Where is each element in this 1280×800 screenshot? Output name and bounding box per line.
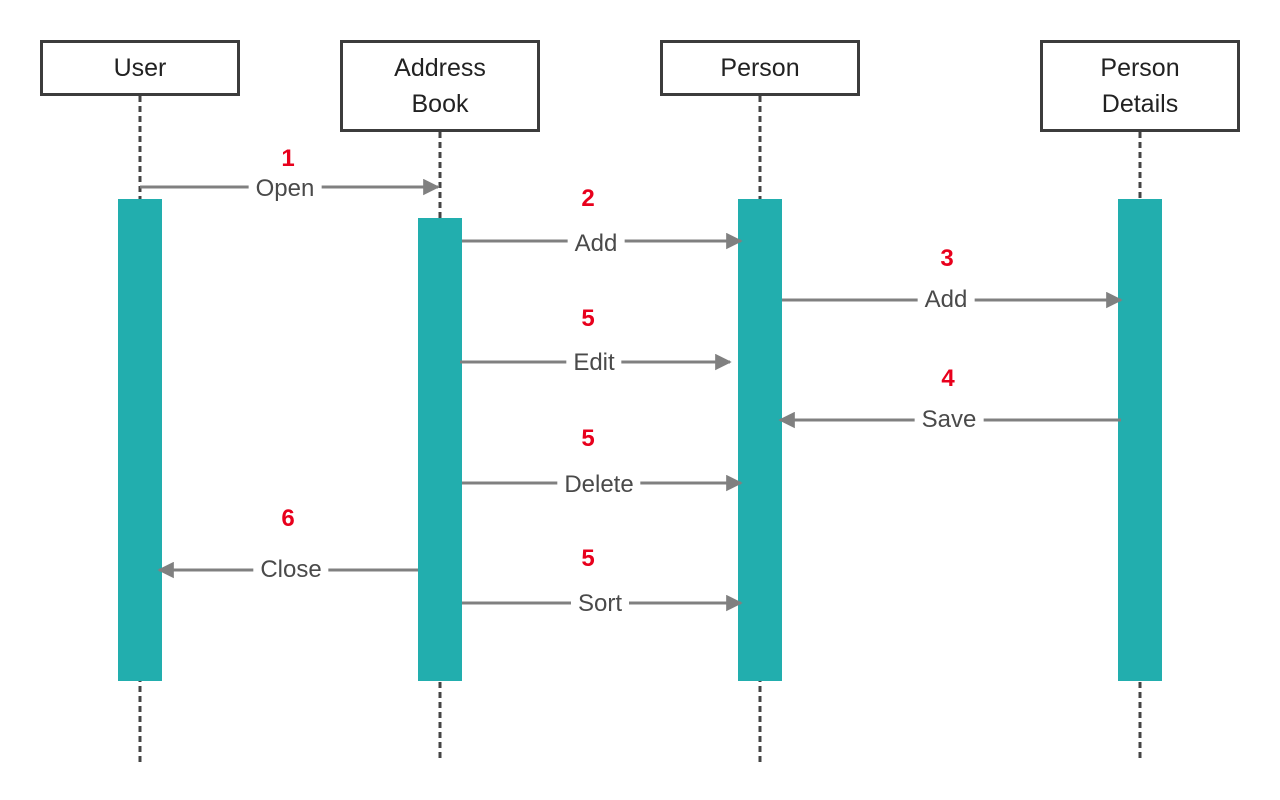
actor-label: Address Book [394, 54, 486, 118]
activation-bar-person-details [1118, 199, 1162, 681]
activation-bar-address-book [418, 218, 462, 681]
message-label: Add [917, 285, 975, 315]
message-number: 5 [581, 545, 595, 572]
message-label: Open [248, 174, 322, 204]
message-label: Edit [566, 348, 622, 378]
message-label: Close [253, 555, 329, 585]
actor-label: User [113, 54, 167, 82]
activation-bar-person [738, 199, 782, 681]
actor-label: Person [720, 54, 800, 82]
message-label: Delete [557, 470, 641, 500]
message-number: 1 [281, 145, 295, 172]
message-number: 5 [581, 305, 595, 332]
message-number: 6 [281, 505, 295, 532]
actor-box-address-book[interactable]: Address Book [340, 40, 540, 132]
message-number: 5 [581, 425, 595, 452]
actor-label: Person Details [1100, 54, 1180, 118]
message-label: Add [567, 229, 625, 259]
message-label: Sort [570, 589, 630, 619]
message-number: 3 [940, 245, 954, 272]
message-number: 2 [581, 185, 595, 212]
actor-box-user[interactable]: User [40, 40, 240, 96]
actor-box-person-details[interactable]: Person Details [1040, 40, 1240, 132]
actor-box-person[interactable]: Person [660, 40, 860, 96]
message-number: 4 [941, 365, 955, 392]
message-label: Save [914, 405, 984, 435]
activation-bar-user [118, 199, 162, 681]
